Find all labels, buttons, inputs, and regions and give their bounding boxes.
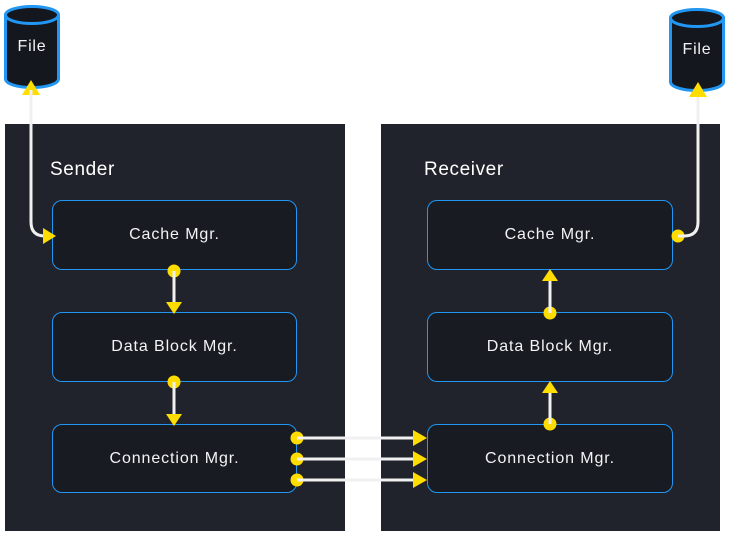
node-receiver-cache-mgr: Cache Mgr.	[427, 200, 673, 270]
file-label-left: File	[17, 38, 47, 55]
node-label: Data Block Mgr.	[486, 338, 614, 355]
cylinder-shape	[669, 8, 725, 92]
file-cylinder-right: File	[668, 7, 726, 93]
receiver-panel: Receiver Cache Mgr. Data Block Mgr. Conn…	[381, 124, 720, 531]
node-label: Connection Mgr.	[484, 449, 615, 467]
node-sender-cache-mgr: Cache Mgr.	[52, 200, 297, 270]
sender-panel: Sender Cache Mgr. Data Block Mgr. Connec…	[5, 124, 345, 531]
node-label: Cache Mgr.	[129, 226, 220, 243]
node-receiver-data-block-mgr: Data Block Mgr.	[427, 312, 673, 382]
node-label: Connection Mgr.	[109, 449, 240, 467]
node-sender-connection-mgr: Connection Mgr.	[52, 424, 297, 493]
sender-title: Sender	[50, 159, 115, 180]
file-cylinder-left: File	[3, 4, 61, 90]
file-label-right: File	[682, 41, 712, 58]
node-label: Data Block Mgr.	[111, 338, 238, 355]
node-sender-data-block-mgr: Data Block Mgr.	[52, 312, 297, 382]
receiver-title: Receiver	[424, 159, 504, 180]
node-receiver-connection-mgr: Connection Mgr.	[427, 424, 673, 493]
node-label: Cache Mgr.	[504, 226, 596, 243]
